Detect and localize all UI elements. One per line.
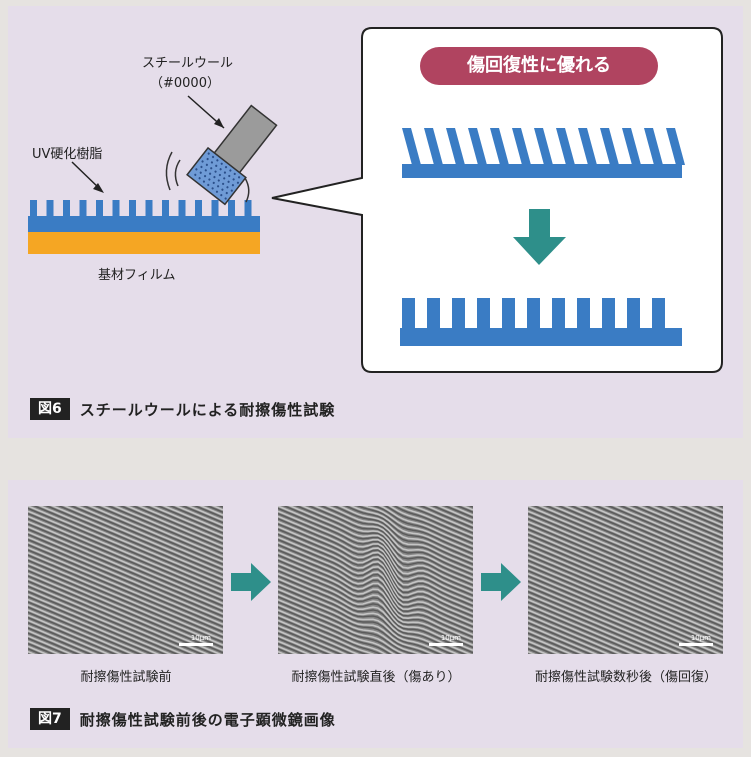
sem-label-before: 耐擦傷性試験前	[80, 670, 172, 685]
upright-tooth	[452, 298, 465, 329]
upright-tooth	[602, 298, 615, 329]
recovered-resin-base	[400, 328, 682, 346]
tilted-tooth	[446, 128, 465, 165]
scale-text: 10μm	[190, 634, 211, 642]
tilted-tooth	[556, 128, 575, 165]
figure6-caption: 図6 スチールウールによる耐擦傷性試験	[30, 398, 335, 420]
resin-tooth	[162, 200, 169, 217]
resin-tooth	[46, 200, 54, 217]
sem-image-before: 10μm	[28, 506, 223, 654]
tilted-tooth	[534, 128, 553, 165]
tilted-tooth	[644, 128, 663, 165]
tilted-tooth	[402, 128, 421, 165]
resin-tooth	[228, 200, 235, 217]
resin-tooth	[195, 200, 202, 217]
damaged-resin-base	[402, 164, 682, 178]
tilted-tooth	[490, 128, 509, 165]
steel-wool-label: スチールウール	[142, 56, 234, 71]
upright-tooth	[527, 298, 540, 329]
arrow-right-icon	[231, 563, 271, 601]
tilted-tooth	[578, 128, 597, 165]
tilted-tooth	[600, 128, 619, 165]
upright-tooth	[402, 298, 415, 329]
scale-text: 10μm	[690, 634, 711, 642]
tilted-tooth	[468, 128, 487, 165]
resin-tooth	[244, 200, 252, 217]
tilted-tooth	[512, 128, 531, 165]
upright-tooth	[627, 298, 640, 329]
uv-resin-label: UV硬化樹脂	[32, 147, 103, 162]
steel-wool-tool	[186, 104, 278, 206]
upright-tooth	[577, 298, 590, 329]
figure6-tag: 図6	[30, 398, 70, 420]
resin-tooth	[178, 200, 186, 217]
sem-image-recovered: 10μm	[528, 506, 723, 654]
resin-tooth	[63, 200, 70, 217]
uv-resin-layer	[28, 216, 260, 232]
arrow-right-icon	[481, 563, 521, 601]
sem-label-scratched: 耐擦傷性試験直後（傷あり）	[291, 670, 461, 685]
tilted-tooth	[666, 128, 685, 165]
upright-tooth	[477, 298, 490, 329]
substrate-film	[28, 232, 260, 254]
steel-wool-grade: （#0000）	[150, 76, 220, 91]
scale-bar	[429, 643, 463, 646]
tilted-tooth	[424, 128, 443, 165]
resin-tooth	[145, 200, 153, 217]
upright-tooth	[427, 298, 440, 329]
tilted-tooth	[622, 128, 641, 165]
resin-tooth	[30, 200, 37, 217]
damaged-resin-teeth	[402, 128, 685, 165]
vibration-marks	[165, 151, 181, 191]
recovery-badge: 傷回復性に優れる	[420, 47, 658, 85]
resin-tooth	[96, 200, 103, 217]
upright-tooth	[552, 298, 565, 329]
figure7-caption: 図7 耐擦傷性試験前後の電子顕微鏡画像	[30, 708, 336, 730]
substrate-label: 基材フィルム	[98, 268, 176, 283]
upright-tooth	[502, 298, 515, 329]
resin-tooth	[211, 200, 219, 217]
figure7-tag: 図7	[30, 708, 70, 730]
figure7-title: 耐擦傷性試験前後の電子顕微鏡画像	[79, 710, 336, 729]
recovery-arrow	[513, 209, 566, 265]
callout-bubble	[271, 27, 723, 373]
figure6-title: スチールウールによる耐擦傷性試験	[79, 400, 336, 419]
resin-tooth	[79, 200, 87, 217]
sem-image-scratched: 10μm	[278, 506, 473, 654]
scale-bar	[179, 643, 213, 646]
resin-tooth	[112, 200, 120, 217]
scale-bar	[679, 643, 713, 646]
scale-text: 10μm	[440, 634, 461, 642]
sem-label-recovered: 耐擦傷性試験数秒後（傷回復）	[534, 670, 717, 685]
upright-tooth	[652, 298, 665, 329]
resin-tooth	[129, 200, 136, 217]
scratch-test-diagram	[28, 27, 723, 373]
uv-resin-teeth	[30, 200, 252, 217]
recovered-resin-teeth	[402, 298, 665, 329]
